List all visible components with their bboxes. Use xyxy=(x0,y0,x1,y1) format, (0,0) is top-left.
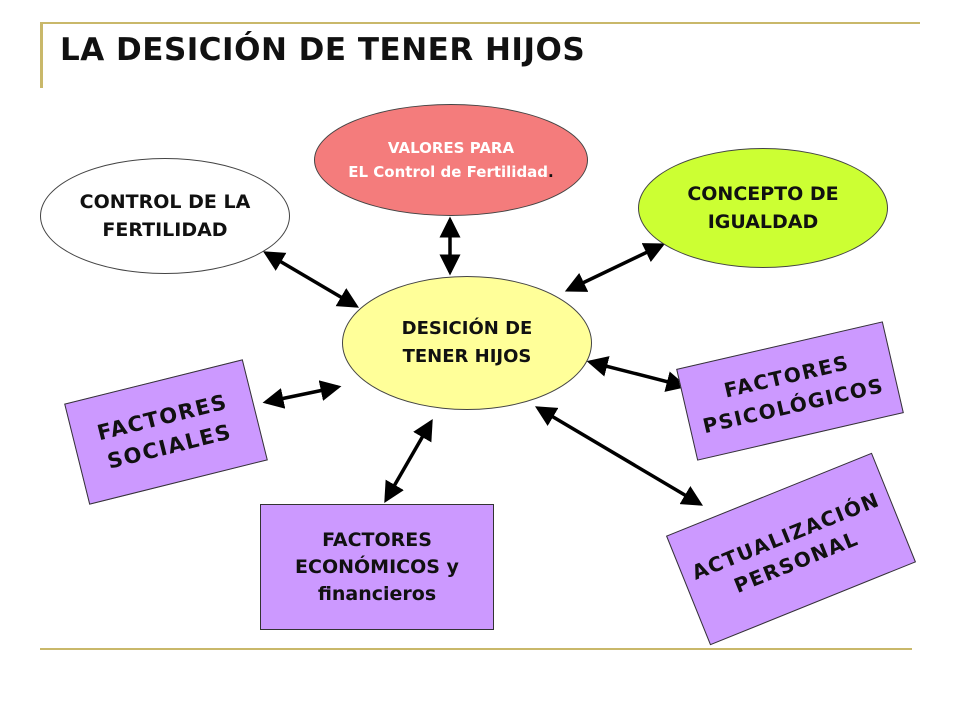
node-social-label: FACTORES SOCIALES xyxy=(94,389,235,474)
left-rule xyxy=(40,22,43,88)
node-values-line2: EL Control de Fertilidad xyxy=(348,163,549,181)
node-equality: CONCEPTO DE IGUALDAD xyxy=(638,148,888,268)
node-economic: FACTORES ECONÓMICOS y financieros xyxy=(260,504,494,630)
arrow-equality xyxy=(564,243,666,292)
arrow-social xyxy=(262,380,342,409)
arrow-economic xyxy=(384,418,433,504)
node-center: DESICIÓN DE TENER HIJOS xyxy=(342,276,592,410)
node-control: CONTROL DE LA FERTILIDAD xyxy=(40,158,290,274)
arrow-personal xyxy=(534,406,704,506)
top-rule xyxy=(40,22,920,24)
node-economic-label: FACTORES ECONÓMICOS y financieros xyxy=(295,528,459,605)
node-values: VALORES PARA EL Control de Fertilidad. xyxy=(314,104,588,216)
node-center-label: DESICIÓN DE TENER HIJOS xyxy=(401,318,533,367)
node-values-line1: VALORES PARA xyxy=(387,139,515,157)
node-equality-label: CONCEPTO DE IGUALDAD xyxy=(687,183,839,233)
page-title: LA DESICIÓN DE TENER HIJOS xyxy=(60,32,586,68)
arrow-control xyxy=(262,251,360,308)
node-values-dot: . xyxy=(548,163,554,181)
bottom-rule xyxy=(40,648,912,650)
node-values-line2-wrap: EL Control de Fertilidad. xyxy=(348,160,554,184)
arrow-psychological xyxy=(586,356,688,392)
node-control-label: CONTROL DE LA FERTILIDAD xyxy=(79,191,251,241)
